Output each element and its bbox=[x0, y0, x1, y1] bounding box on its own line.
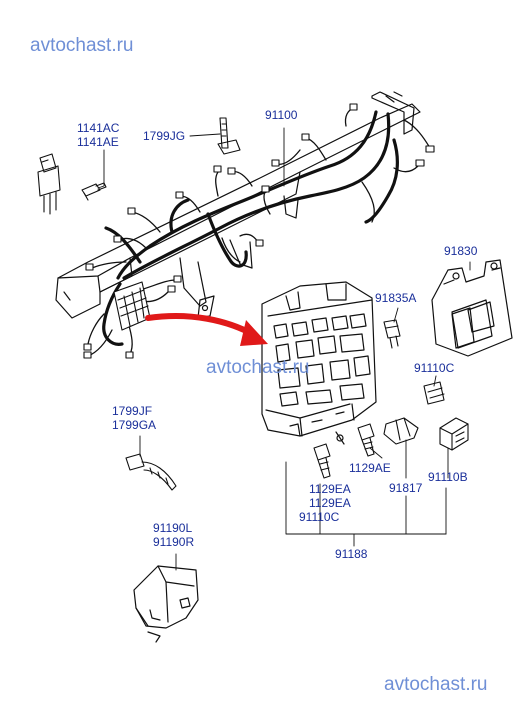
label-1129ea-2: 1129EA bbox=[309, 496, 351, 510]
watermark-top: avtochast.ru bbox=[30, 35, 134, 56]
wiring-harness bbox=[102, 110, 399, 346]
label-91110b: 91110B bbox=[428, 470, 468, 484]
fuse-91835a bbox=[383, 319, 401, 349]
label-1141ae: 1141AE bbox=[77, 135, 119, 149]
label-91188: 91188 bbox=[335, 547, 368, 561]
connector-1141 bbox=[37, 153, 107, 215]
cable-tie-1799jf bbox=[125, 453, 177, 491]
label-91817: 91817 bbox=[389, 481, 423, 495]
junction-box bbox=[261, 281, 377, 445]
label-1129ea-1: 1129EA bbox=[309, 482, 351, 496]
label-1799ga: 1799GA bbox=[112, 418, 157, 432]
red-pointer-arrow bbox=[145, 313, 268, 346]
label-1799jg: 1799JG bbox=[143, 129, 186, 143]
label-1129ae: 1129AE bbox=[349, 461, 391, 475]
watermark-bottom: avtochast.ru bbox=[384, 674, 488, 695]
label-91110c-bottom: 91110C bbox=[299, 510, 340, 524]
fuse-91110c bbox=[423, 381, 445, 405]
label-91190l: 91190L bbox=[153, 521, 193, 535]
label-91835a: 91835A bbox=[375, 291, 417, 305]
harness-connectors bbox=[83, 103, 435, 359]
bolt-1129ae bbox=[357, 423, 375, 457]
relay-bracket-91830 bbox=[431, 259, 513, 357]
label-1799jf: 1799JF bbox=[112, 404, 153, 418]
watermark-middle: avtochast.ru bbox=[206, 357, 310, 378]
connector-91110b bbox=[439, 417, 469, 451]
label-91830: 91830 bbox=[444, 244, 478, 258]
label-91100: 91100 bbox=[265, 108, 298, 122]
clip-1799jg bbox=[217, 117, 241, 155]
label-91110c-top: 91110C bbox=[414, 361, 455, 375]
fuse-puller-91817 bbox=[383, 417, 419, 445]
bracket-91190 bbox=[133, 565, 199, 643]
leader-lines bbox=[97, 127, 471, 571]
dashboard-crossbar bbox=[55, 91, 421, 319]
label-91190r: 91190R bbox=[153, 535, 195, 549]
bolt-1129ea bbox=[313, 443, 331, 479]
label-1141ac: 1141AC bbox=[77, 121, 120, 135]
